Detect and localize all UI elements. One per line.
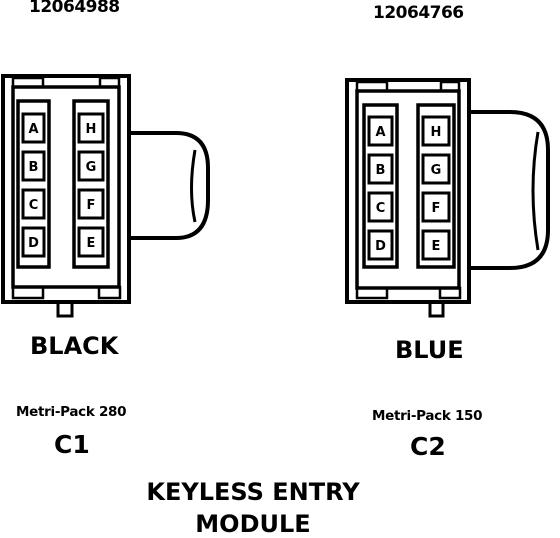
c1-pin-cell-d bbox=[21, 226, 46, 258]
c2-id-label: C2 bbox=[410, 432, 446, 461]
c1-latch-rib bbox=[190, 149, 197, 223]
title-line-1: KEYLESS ENTRY bbox=[146, 478, 360, 506]
c2-pin-cell-b bbox=[367, 153, 394, 185]
c2-pin-label-f: F bbox=[432, 201, 441, 216]
c1-id-label: C1 bbox=[54, 430, 90, 459]
c1-pin-label-b: B bbox=[29, 160, 39, 175]
c1-pin-label-e: E bbox=[87, 236, 96, 251]
c1-pin-cell-f bbox=[77, 188, 105, 220]
c2-pin-cell-d bbox=[367, 229, 394, 261]
c1-pin-label-f: F bbox=[87, 198, 96, 213]
c1-top-notch-right bbox=[98, 76, 121, 89]
c2-series-label: Metri-Pack 150 bbox=[372, 408, 483, 424]
c2-pin-cell-f bbox=[421, 191, 451, 223]
c1-pin-cell-c bbox=[21, 188, 46, 220]
c1-cavity-right bbox=[72, 99, 110, 269]
c2-pin-label-h: H bbox=[431, 125, 442, 140]
c1-pin-label-d: D bbox=[28, 236, 39, 251]
c2-color-label: BLUE bbox=[395, 336, 464, 364]
c2-cavity-left bbox=[362, 103, 399, 269]
c2-pin-label-d: D bbox=[375, 239, 386, 254]
c2-bottom-notch-right bbox=[438, 286, 462, 300]
c1-pin-label-a: A bbox=[28, 122, 38, 137]
c2-cavity-right bbox=[416, 103, 456, 269]
c1-pin-cell-g bbox=[77, 150, 105, 182]
c1-pin-label-c: C bbox=[29, 198, 39, 213]
c1-pin-cell-e bbox=[77, 226, 105, 258]
c2-pin-cell-e bbox=[421, 229, 451, 261]
title-line-2: MODULE bbox=[195, 510, 311, 538]
c2-part-number: 12064766 bbox=[373, 3, 464, 23]
c1-pin-cell-a bbox=[21, 112, 46, 144]
c2-pin-label-g: G bbox=[431, 163, 442, 178]
c2-pin-cell-g bbox=[421, 153, 451, 185]
c1-part-number: 12064988 bbox=[29, 0, 120, 17]
c2-top-notch-left bbox=[355, 80, 389, 93]
c1-pin-label-g: G bbox=[86, 160, 97, 175]
connector-c1 bbox=[1, 74, 210, 318]
c2-pin-cell-a bbox=[367, 115, 394, 147]
c1-pin-cell-b bbox=[21, 150, 46, 182]
c1-pin-cell-h bbox=[77, 112, 105, 144]
connector-c2 bbox=[345, 78, 550, 318]
c1-pin-label-h: H bbox=[86, 122, 97, 137]
c1-cavity-left bbox=[16, 99, 51, 269]
c1-bottom-notch-left bbox=[11, 285, 45, 300]
c1-bottom-notch-right bbox=[97, 285, 122, 300]
c2-pin-label-c: C bbox=[376, 201, 386, 216]
c1-housing-inner bbox=[11, 85, 121, 289]
c2-housing-inner bbox=[355, 89, 461, 290]
c1-latch-outline bbox=[129, 131, 210, 240]
c1-housing-outer bbox=[1, 74, 131, 304]
c2-pin-cell-h bbox=[421, 115, 451, 147]
c1-key-tab bbox=[56, 302, 74, 318]
c2-housing-outer bbox=[345, 78, 471, 304]
c1-color-label: BLACK bbox=[30, 332, 119, 360]
c2-pin-cell-c bbox=[367, 191, 394, 223]
c2-pin-label-b: B bbox=[376, 163, 386, 178]
c2-top-notch-right bbox=[439, 80, 461, 93]
c2-latch-outline bbox=[469, 110, 550, 270]
c2-pin-label-a: A bbox=[375, 125, 385, 140]
c2-key-tab bbox=[428, 302, 445, 318]
c2-bottom-notch-left bbox=[355, 286, 389, 300]
c1-series-label: Metri-Pack 280 bbox=[16, 404, 127, 420]
c2-pin-label-e: E bbox=[432, 239, 441, 254]
c1-top-notch-left bbox=[11, 76, 45, 89]
c2-latch-rib bbox=[531, 131, 540, 251]
